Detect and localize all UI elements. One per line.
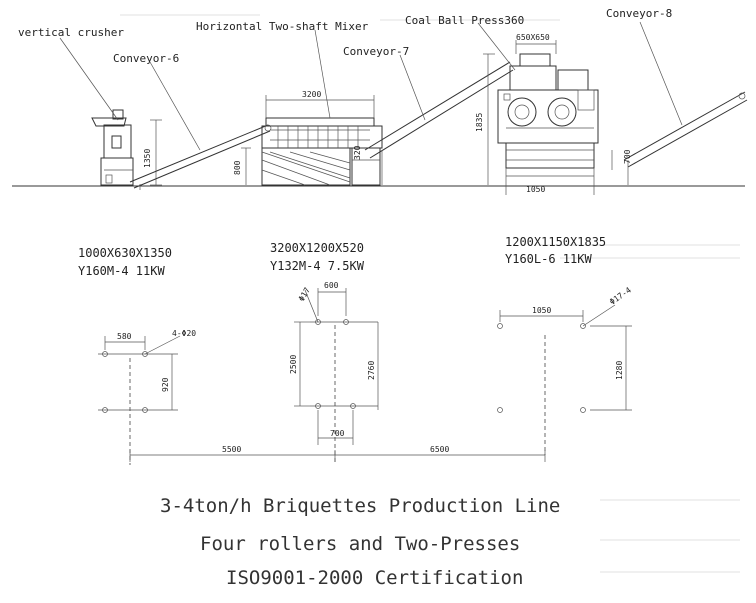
dim-press-holes: Φ17-4 (608, 285, 633, 306)
dim-mixer-width: 600 (324, 281, 339, 290)
spec-mixer-motor: Y132M-4 7.5KW (270, 259, 365, 273)
coal-ball-press (497, 53, 599, 169)
spec-crusher-size: 1000X630X1350 (78, 246, 172, 260)
dim-crusher-width: 580 (117, 332, 132, 341)
dim-mixer-depth: 2500 (289, 355, 298, 374)
crusher-leader (59, 37, 119, 121)
mixer-foundation (294, 288, 379, 465)
dim-mixer-depth2: 2760 (367, 361, 376, 380)
conveyor7-leader (399, 54, 426, 121)
conveyor6-leader (149, 61, 201, 151)
dim-crusher-height: 1350 (143, 149, 152, 168)
dim-spacing-2: 6500 (430, 445, 449, 454)
press-height-dim (483, 53, 495, 185)
spacing-dims (129, 450, 546, 462)
two-shaft-mixer (261, 117, 383, 186)
conveyor8-leader (639, 21, 683, 126)
dim-crusher-holes: 4-Φ20 (172, 329, 196, 338)
press-base-dim (505, 168, 595, 195)
dim-press-width: 1050 (532, 306, 551, 315)
label-vertical-crusher: vertical crusher (18, 26, 124, 39)
spec-press-size: 1200X1150X1835 (505, 235, 606, 249)
dim-press-depth: 1280 (615, 361, 624, 380)
dim-conveyor8-end: 700 (623, 149, 632, 164)
mixer-length-dim (265, 95, 375, 118)
spec-mixer-size: 3200X1200X520 (270, 241, 364, 255)
dim-crusher-depth: 920 (161, 377, 170, 392)
conveyor-7 (364, 61, 514, 185)
title-line-1: 3-4ton/h Briquettes Production Line (160, 495, 560, 517)
dim-press-top: 650X650 (516, 33, 550, 42)
dim-press-base: 1050 (526, 185, 545, 194)
press-foundation (497, 304, 632, 455)
ghost-lines (120, 14, 740, 573)
dim-mixer-side: 320 (353, 145, 362, 160)
press-top-dim (515, 40, 557, 54)
dim-mixer-base: 800 (233, 160, 242, 175)
dim-press-height: 1835 (475, 113, 484, 132)
label-conveyor-7: Conveyor-7 (343, 45, 409, 58)
dim-spacing-1: 5500 (222, 445, 241, 454)
spec-press-motor: Y160L-6 11KW (505, 252, 592, 266)
crusher-height-dim (150, 119, 162, 186)
vertical-crusher (91, 109, 134, 186)
title-line-3: ISO9001-2000 Certification (226, 567, 523, 589)
spec-crusher-motor: Y160M-4 11KW (78, 264, 165, 278)
label-conveyor-8: Conveyor-8 (606, 7, 672, 20)
mixer-base-dim (241, 147, 251, 185)
crusher-foundation (98, 335, 181, 465)
label-mixer: Horizontal Two-shaft Mixer (196, 20, 369, 33)
title-line-2: Four rollers and Two-Presses (200, 533, 520, 555)
dim-mixer-hole: Φ17 (297, 286, 312, 303)
mixer-leader (314, 29, 331, 119)
conveyor-8 (623, 91, 748, 185)
label-coal-ball-press: Coal Ball Press360 (405, 14, 524, 27)
press-leader (477, 22, 516, 71)
label-conveyor-6: Conveyor-6 (113, 52, 179, 65)
dim-mixer-bottom: 700 (330, 429, 345, 438)
dim-mixer-length: 3200 (302, 90, 321, 99)
conveyor-6 (129, 124, 272, 190)
